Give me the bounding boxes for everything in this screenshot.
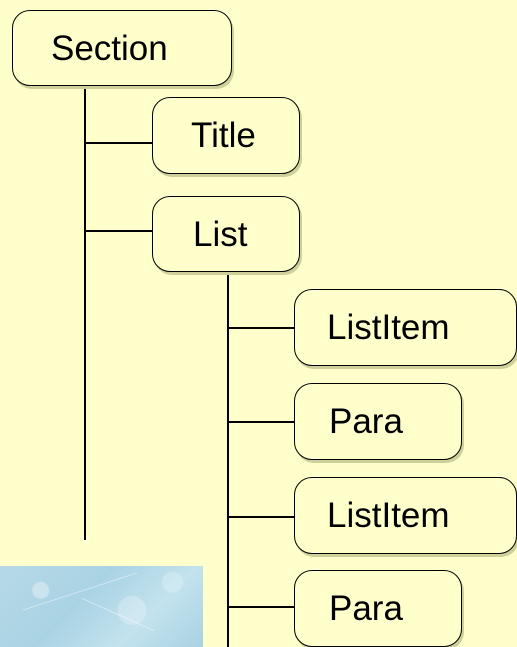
listitem-node-2: ListItem — [294, 477, 517, 554]
listitem-node-1: ListItem — [294, 289, 517, 366]
trunk-line-list — [227, 272, 229, 647]
section-node: Section — [12, 10, 232, 86]
branch-line-para-2 — [227, 606, 295, 608]
title-node: Title — [152, 97, 300, 174]
title-label: Title — [191, 116, 256, 155]
branch-line-list — [84, 230, 152, 232]
branch-line-para-1 — [227, 421, 295, 423]
trunk-line-section — [84, 86, 86, 540]
para-label-2: Para — [329, 589, 403, 628]
listitem-label-1: ListItem — [327, 308, 450, 347]
list-node: List — [152, 196, 300, 272]
branch-line-title — [84, 142, 152, 144]
listitem-label-2: ListItem — [327, 496, 450, 535]
branch-line-listitem-1 — [227, 327, 295, 329]
para-node-1: Para — [294, 383, 462, 460]
list-label: List — [193, 215, 248, 254]
background-texture — [0, 566, 203, 647]
para-label-1: Para — [329, 402, 403, 441]
branch-line-listitem-2 — [227, 516, 295, 518]
section-label: Section — [51, 29, 168, 68]
para-node-2: Para — [294, 570, 462, 647]
